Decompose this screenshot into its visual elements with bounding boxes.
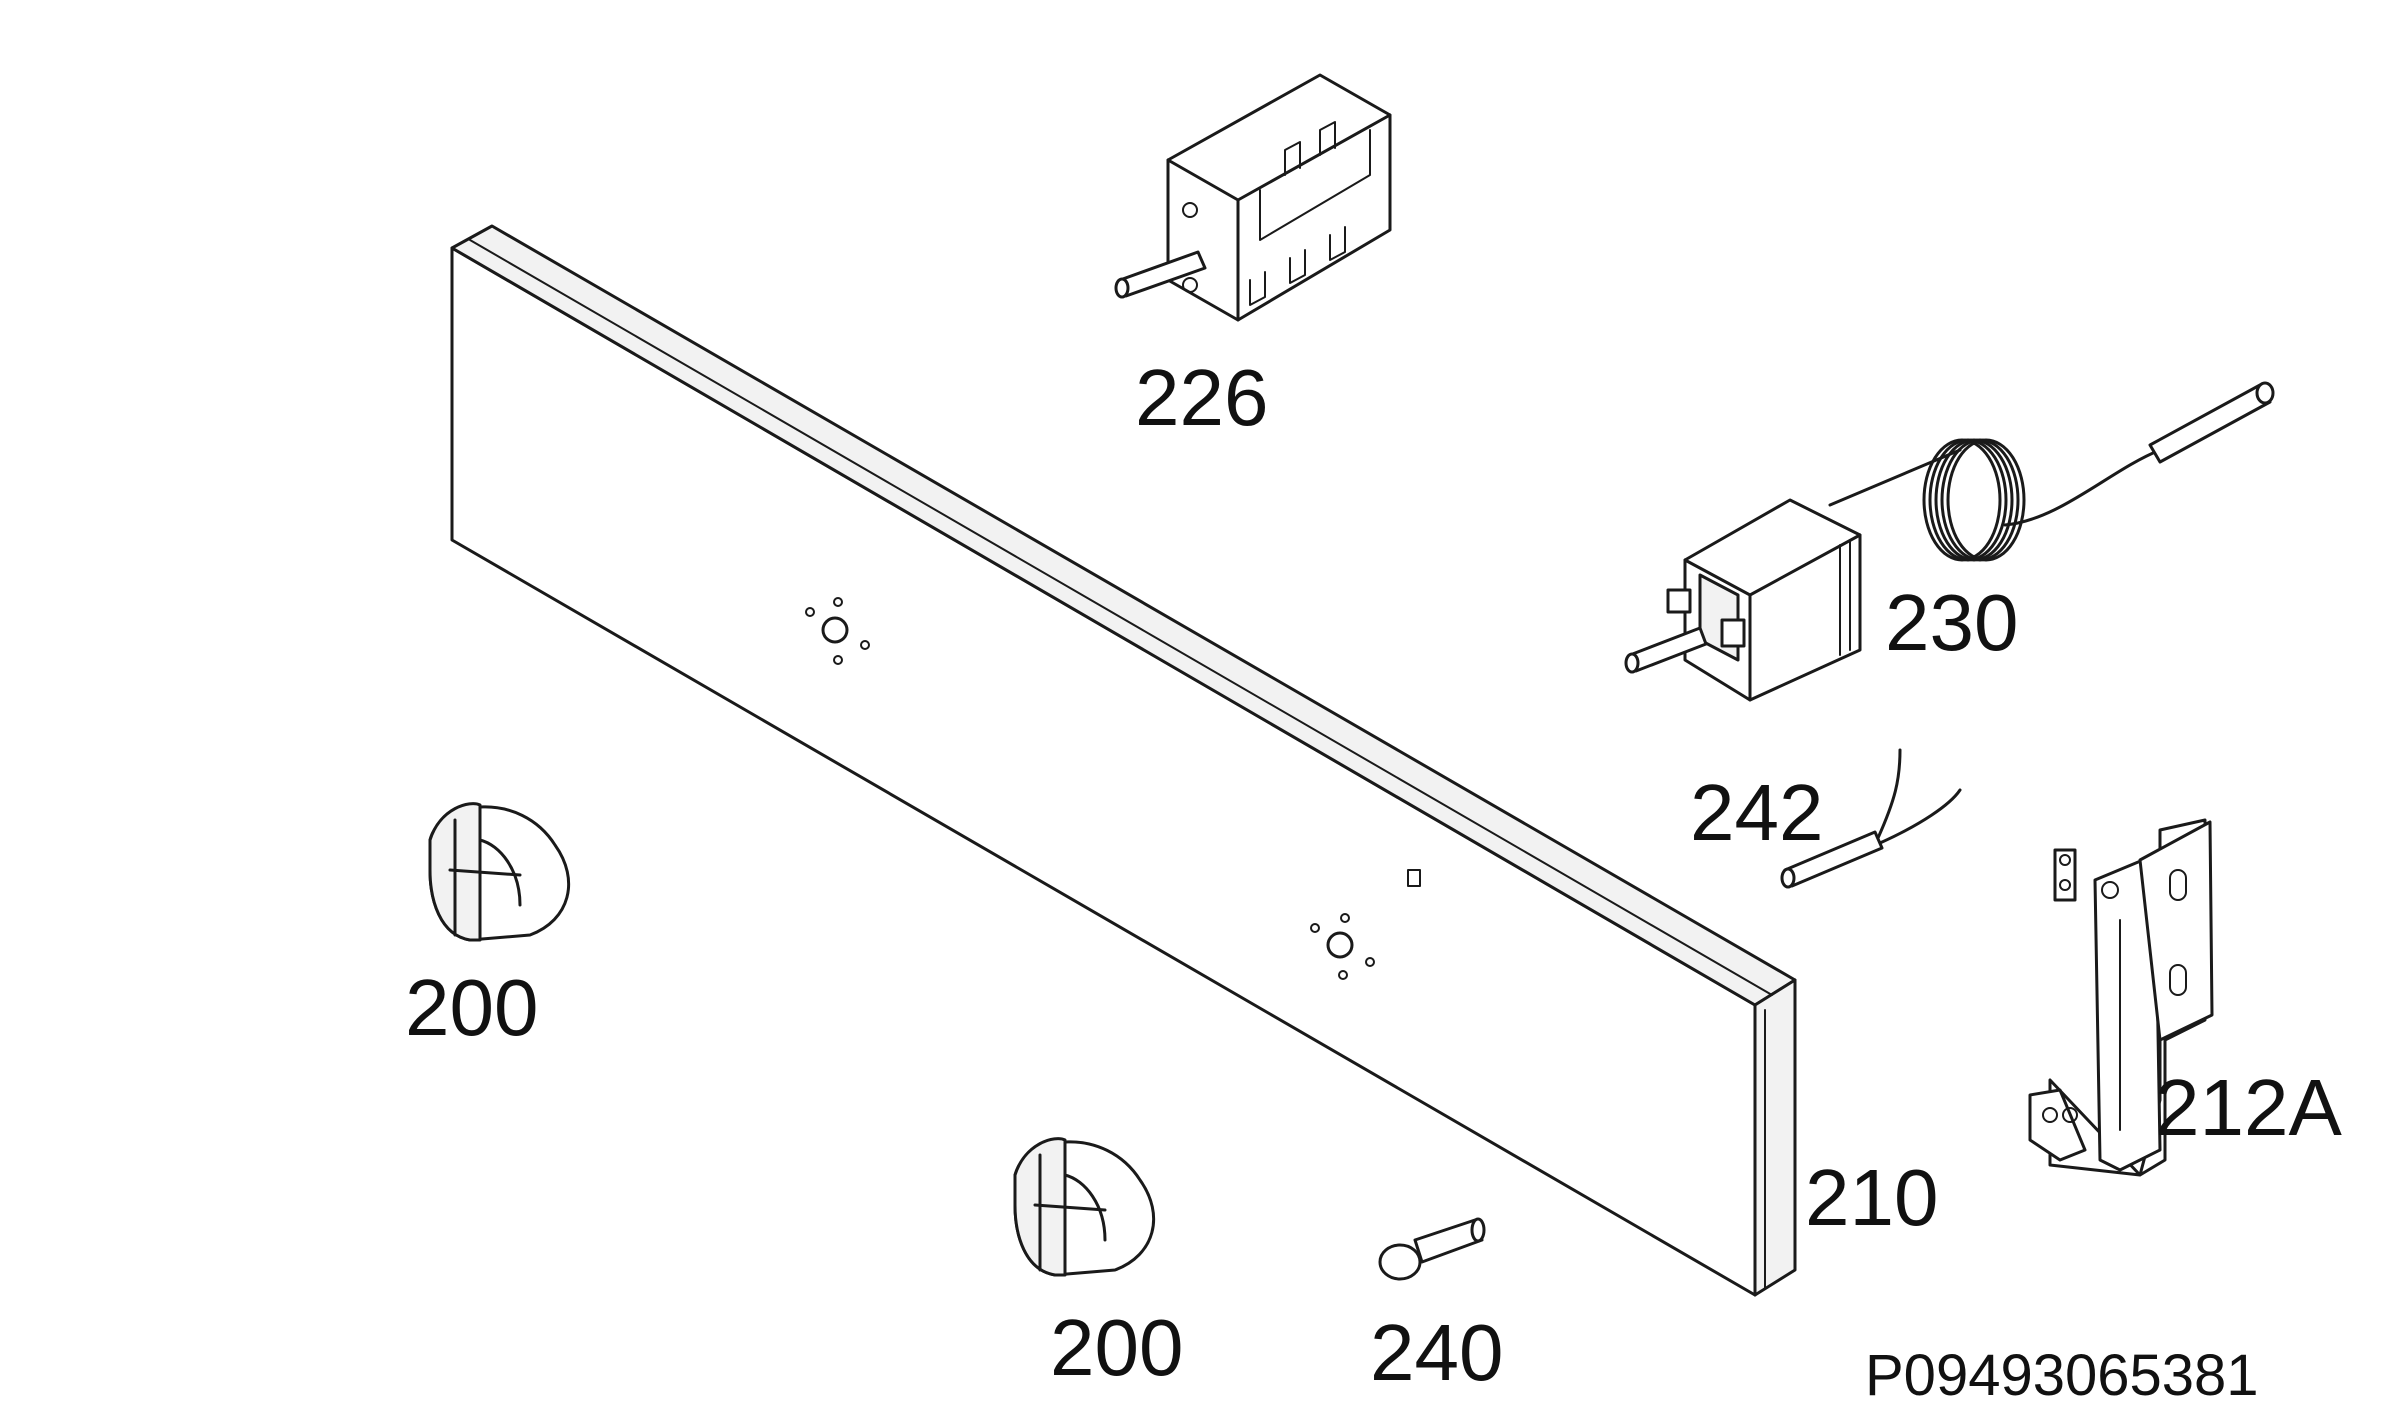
label-242: 242 [1690, 768, 1823, 857]
label-212A: 212A [2155, 1063, 2342, 1152]
sensor-wire [1780, 748, 1962, 889]
label-210: 210 [1805, 1153, 1938, 1242]
indicator-lamp [1378, 1217, 1486, 1281]
label-226: 226 [1135, 353, 1268, 442]
knob-hole-right [1310, 913, 1375, 980]
selector-switch [1114, 73, 1392, 322]
knob-bottom [1013, 1137, 1156, 1277]
knob-left [428, 802, 571, 942]
knob-hole-left [805, 597, 870, 665]
label-230: 230 [1885, 578, 2018, 667]
control-panel [450, 224, 1797, 1297]
bracket [2028, 818, 2214, 1177]
thermostat [1624, 381, 2275, 702]
label-200-left: 200 [405, 963, 538, 1052]
reference-number: P09493065381 [1865, 1343, 2259, 1408]
label-200-bottom: 200 [1050, 1303, 1183, 1392]
label-240: 240 [1370, 1308, 1503, 1397]
